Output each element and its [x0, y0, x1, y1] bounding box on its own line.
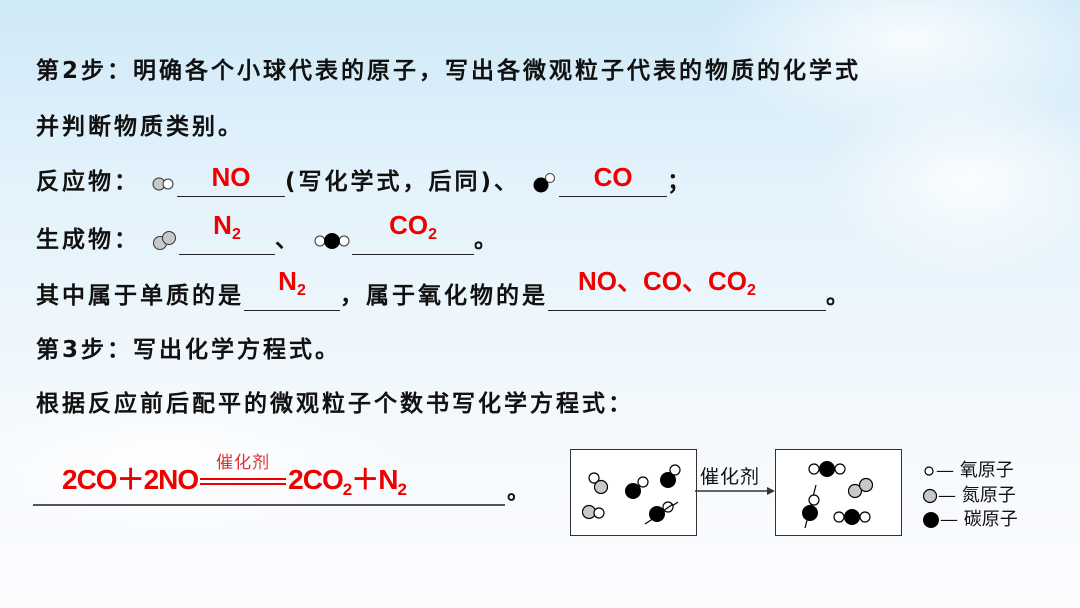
answer-n2: N2 [213, 210, 241, 243]
reactants-end: ； [667, 169, 694, 195]
reactant-molecules-icon [581, 464, 681, 525]
answer-co: CO [593, 162, 633, 192]
legend-carbon: — 碳原子 [922, 505, 1018, 531]
co-molecule-icon [533, 172, 556, 192]
answer-blank-no[interactable]: NO [177, 162, 286, 197]
background-cloud [820, 80, 1080, 280]
products-separator: 、 [275, 227, 302, 253]
answer-oxides: NO、CO、CO2 [578, 266, 756, 299]
equation-answer-line [33, 504, 505, 506]
classification-prefix: 其中属于单质的是 [36, 283, 244, 309]
reactants-diagram-box [570, 449, 697, 536]
classification-end: 。 [826, 283, 852, 309]
carbon-atom-icon [923, 512, 939, 528]
answer-element: N2 [278, 266, 306, 299]
chemical-equation: 2CO＋2NO 催化剂 2CO2＋N2 [62, 453, 407, 500]
products-end: 。 [474, 227, 501, 253]
answer-co2: CO2 [389, 210, 437, 243]
reactants-line: 反应物： NO (写化学式，后同)、 CO ； [36, 162, 694, 197]
step2-title-line1: 第2步：明确各个小球代表的原子，写出各微观粒子代表的物质的化学式 [36, 58, 862, 84]
arrow-catalyst-label: 催化剂 [700, 466, 761, 488]
answer-no: NO [211, 162, 251, 192]
n2-molecule-icon [153, 230, 177, 250]
step3-title: 第3步：写出化学方程式。 [36, 337, 342, 363]
answer-blank-co[interactable]: CO [559, 162, 668, 197]
answer-blank-n2[interactable]: N2 [179, 210, 276, 255]
products-label: 生成物： [36, 227, 140, 253]
step2-title-line2: 并判断物质类别。 [36, 114, 244, 140]
equation-end: 。 [507, 480, 530, 505]
product-molecules-icon [802, 461, 874, 529]
legend-oxygen: — 氧原子 [922, 456, 1014, 482]
oxygen-atom-icon [924, 466, 934, 476]
answer-blank-element[interactable]: N2 [244, 266, 340, 311]
answer-blank-oxides[interactable]: NO、CO、CO2 [548, 266, 826, 311]
catalyst-equals-sign: 催化剂 [200, 453, 287, 492]
background-cloud [0, 380, 420, 540]
classification-line: 其中属于单质的是 N2 ，属于氧化物的是 NO、CO、CO2 。 [36, 266, 852, 311]
step3-instruction: 根据反应前后配平的微观粒子个数书写化学方程式： [36, 391, 634, 417]
answer-blank-co2[interactable]: CO2 [352, 210, 475, 255]
reaction-arrow-icon [695, 487, 775, 495]
reactants-note: (写化学式，后同)、 [285, 169, 521, 195]
legend-nitrogen: — 氮原子 [922, 481, 1016, 507]
equation-left: 2CO＋2NO [62, 464, 199, 495]
nitrogen-atom-icon [922, 488, 938, 504]
classification-middle: ，属于氧化物的是 [340, 283, 548, 309]
no-molecule-icon [152, 177, 174, 190]
products-diagram-box [775, 449, 902, 536]
equation-condition: 催化剂 [216, 452, 271, 473]
equation-right: 2CO2＋N2 [288, 464, 407, 499]
reactants-label: 反应物： [36, 169, 140, 195]
co2-molecule-icon [314, 232, 350, 249]
products-line: 生成物： N2 、 CO2 。 [36, 210, 501, 255]
